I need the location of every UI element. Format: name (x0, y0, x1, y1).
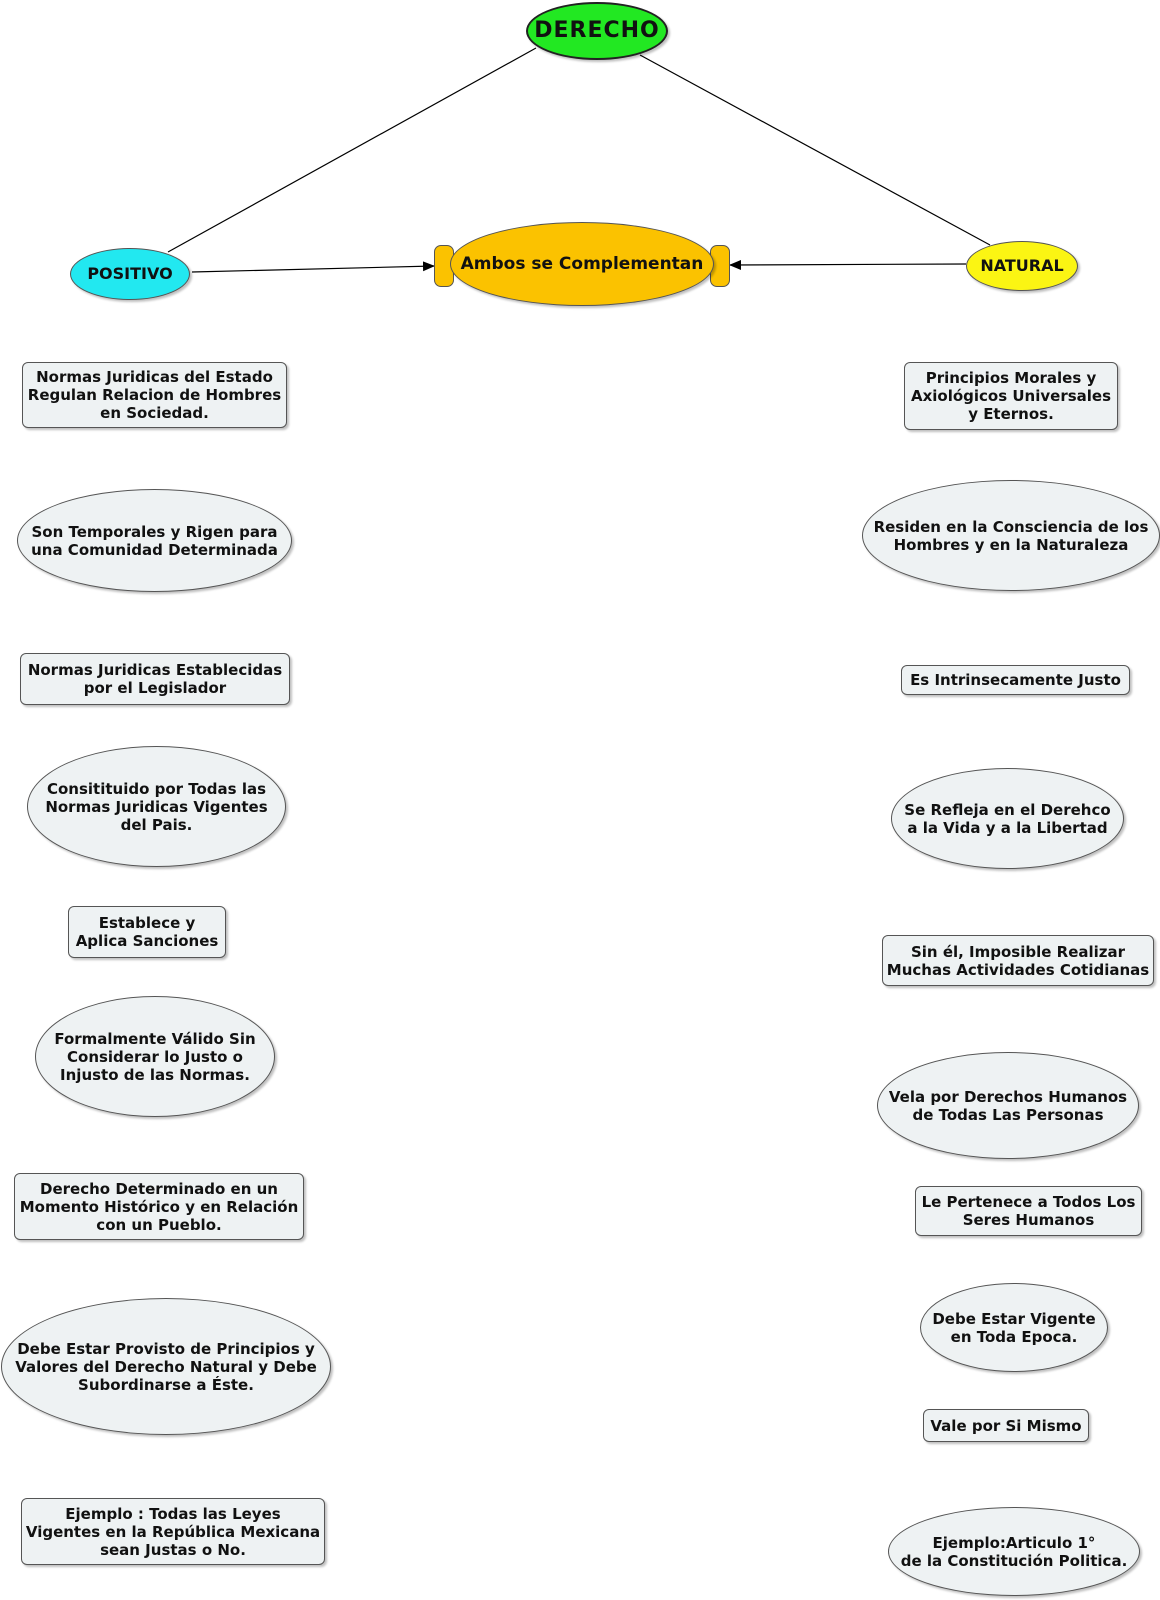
natural-item-3[interactable]: Es Intrinsecamente Justo (901, 665, 1130, 695)
positivo-item-1[interactable]: Normas Juridicas del Estado Regulan Rela… (22, 362, 287, 428)
natural-item-4[interactable]: Se Refleja en el Derehco a la Vida y a l… (891, 768, 1124, 869)
edge-derecho-positivo (167, 47, 537, 253)
positivo-item-5[interactable]: Establece y Aplica Sanciones (68, 906, 226, 958)
natural-item-2[interactable]: Residen en la Consciencia de los Hombres… (862, 480, 1160, 591)
natural-item-8[interactable]: Debe Estar Vigente en Toda Epoca. (920, 1283, 1108, 1372)
node-positivo[interactable]: POSITIVO (70, 248, 190, 300)
node-derecho[interactable]: DERECHO (526, 2, 668, 60)
natural-item-7[interactable]: Le Pertenece a Todos Los Seres Humanos (915, 1186, 1142, 1236)
node-ambos-se-complementan[interactable]: Ambos se Complementan (450, 222, 714, 306)
natural-item-1[interactable]: Principios Morales y Axiológicos Univers… (904, 362, 1118, 430)
edge-natural-center (729, 259, 967, 270)
positivo-item-2[interactable]: Son Temporales y Rigen para una Comunida… (17, 489, 292, 592)
positivo-item-6[interactable]: Formalmente Válido Sin Considerar lo Jus… (35, 996, 275, 1117)
natural-item-6[interactable]: Vela por Derechos Humanos de Todas Las P… (877, 1052, 1139, 1159)
positivo-item-8[interactable]: Debe Estar Provisto de Principios y Valo… (1, 1298, 331, 1435)
node-natural[interactable]: NATURAL (966, 241, 1078, 291)
positivo-item-9[interactable]: Ejemplo : Todas las Leyes Vigentes en la… (21, 1498, 325, 1565)
positivo-item-4[interactable]: Consitituido por Todas las Normas Juridi… (27, 746, 286, 867)
positivo-item-7[interactable]: Derecho Determinado en un Momento Histór… (14, 1173, 304, 1240)
edge-positivo-center (191, 261, 435, 273)
edge-derecho-natural (639, 54, 991, 246)
positivo-item-3[interactable]: Normas Juridicas Establecidas por el Leg… (20, 653, 290, 705)
natural-item-9[interactable]: Vale por Si Mismo (923, 1409, 1089, 1442)
natural-item-5[interactable]: Sin él, Imposible Realizar Muchas Activi… (882, 935, 1154, 986)
natural-item-10[interactable]: Ejemplo:Articulo 1° de la Constitución P… (888, 1507, 1140, 1596)
